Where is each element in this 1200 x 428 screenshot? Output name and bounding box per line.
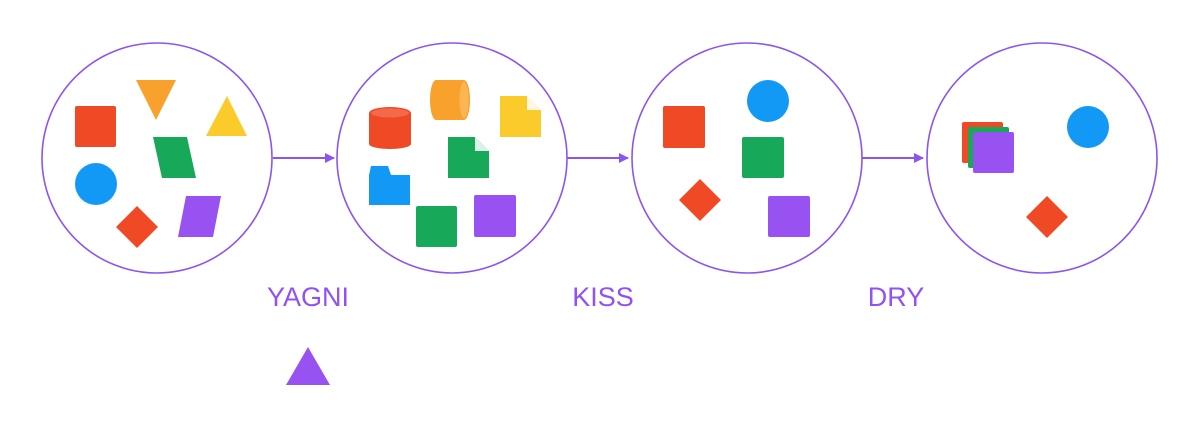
red-diamond-icon <box>116 206 158 248</box>
red-square-icon <box>663 106 705 148</box>
red-diamond-icon <box>1026 196 1068 238</box>
purple-square-icon <box>474 195 516 237</box>
purple-parallelogram-icon <box>178 196 221 237</box>
stage-3-group <box>631 42 863 274</box>
blue-circle-icon <box>75 163 117 205</box>
yagni-label: YAGNI <box>267 282 349 312</box>
blue-circle-icon <box>1067 106 1109 148</box>
blue-folder-icon <box>369 166 410 205</box>
red-diamond-icon <box>679 179 721 221</box>
red-cylinder-icon <box>369 107 411 149</box>
green-square-icon <box>742 137 784 178</box>
stage-1-group <box>41 42 273 274</box>
blue-circle-icon <box>747 80 789 122</box>
yellow-document-icon <box>500 96 541 137</box>
stage-4-group <box>926 42 1158 274</box>
green-parallelogram-icon <box>153 137 196 178</box>
red-square-icon <box>75 106 116 147</box>
kiss-label: KISS <box>572 282 634 312</box>
orange-down-triangle-icon <box>136 80 176 120</box>
dry-label: DRY <box>868 282 925 312</box>
green-square-icon <box>416 206 457 247</box>
purple-square-icon <box>768 196 810 237</box>
stage-4-circle <box>926 42 1158 274</box>
orange-cylinder-icon <box>430 80 470 120</box>
stage-1-circle <box>41 42 273 274</box>
yellow-triangle-icon <box>206 96 247 136</box>
green-document-icon <box>448 137 489 178</box>
stage-2-group <box>336 42 568 274</box>
stacked-squares-icon <box>962 122 1014 173</box>
discarded-triangle-icon <box>286 347 330 385</box>
